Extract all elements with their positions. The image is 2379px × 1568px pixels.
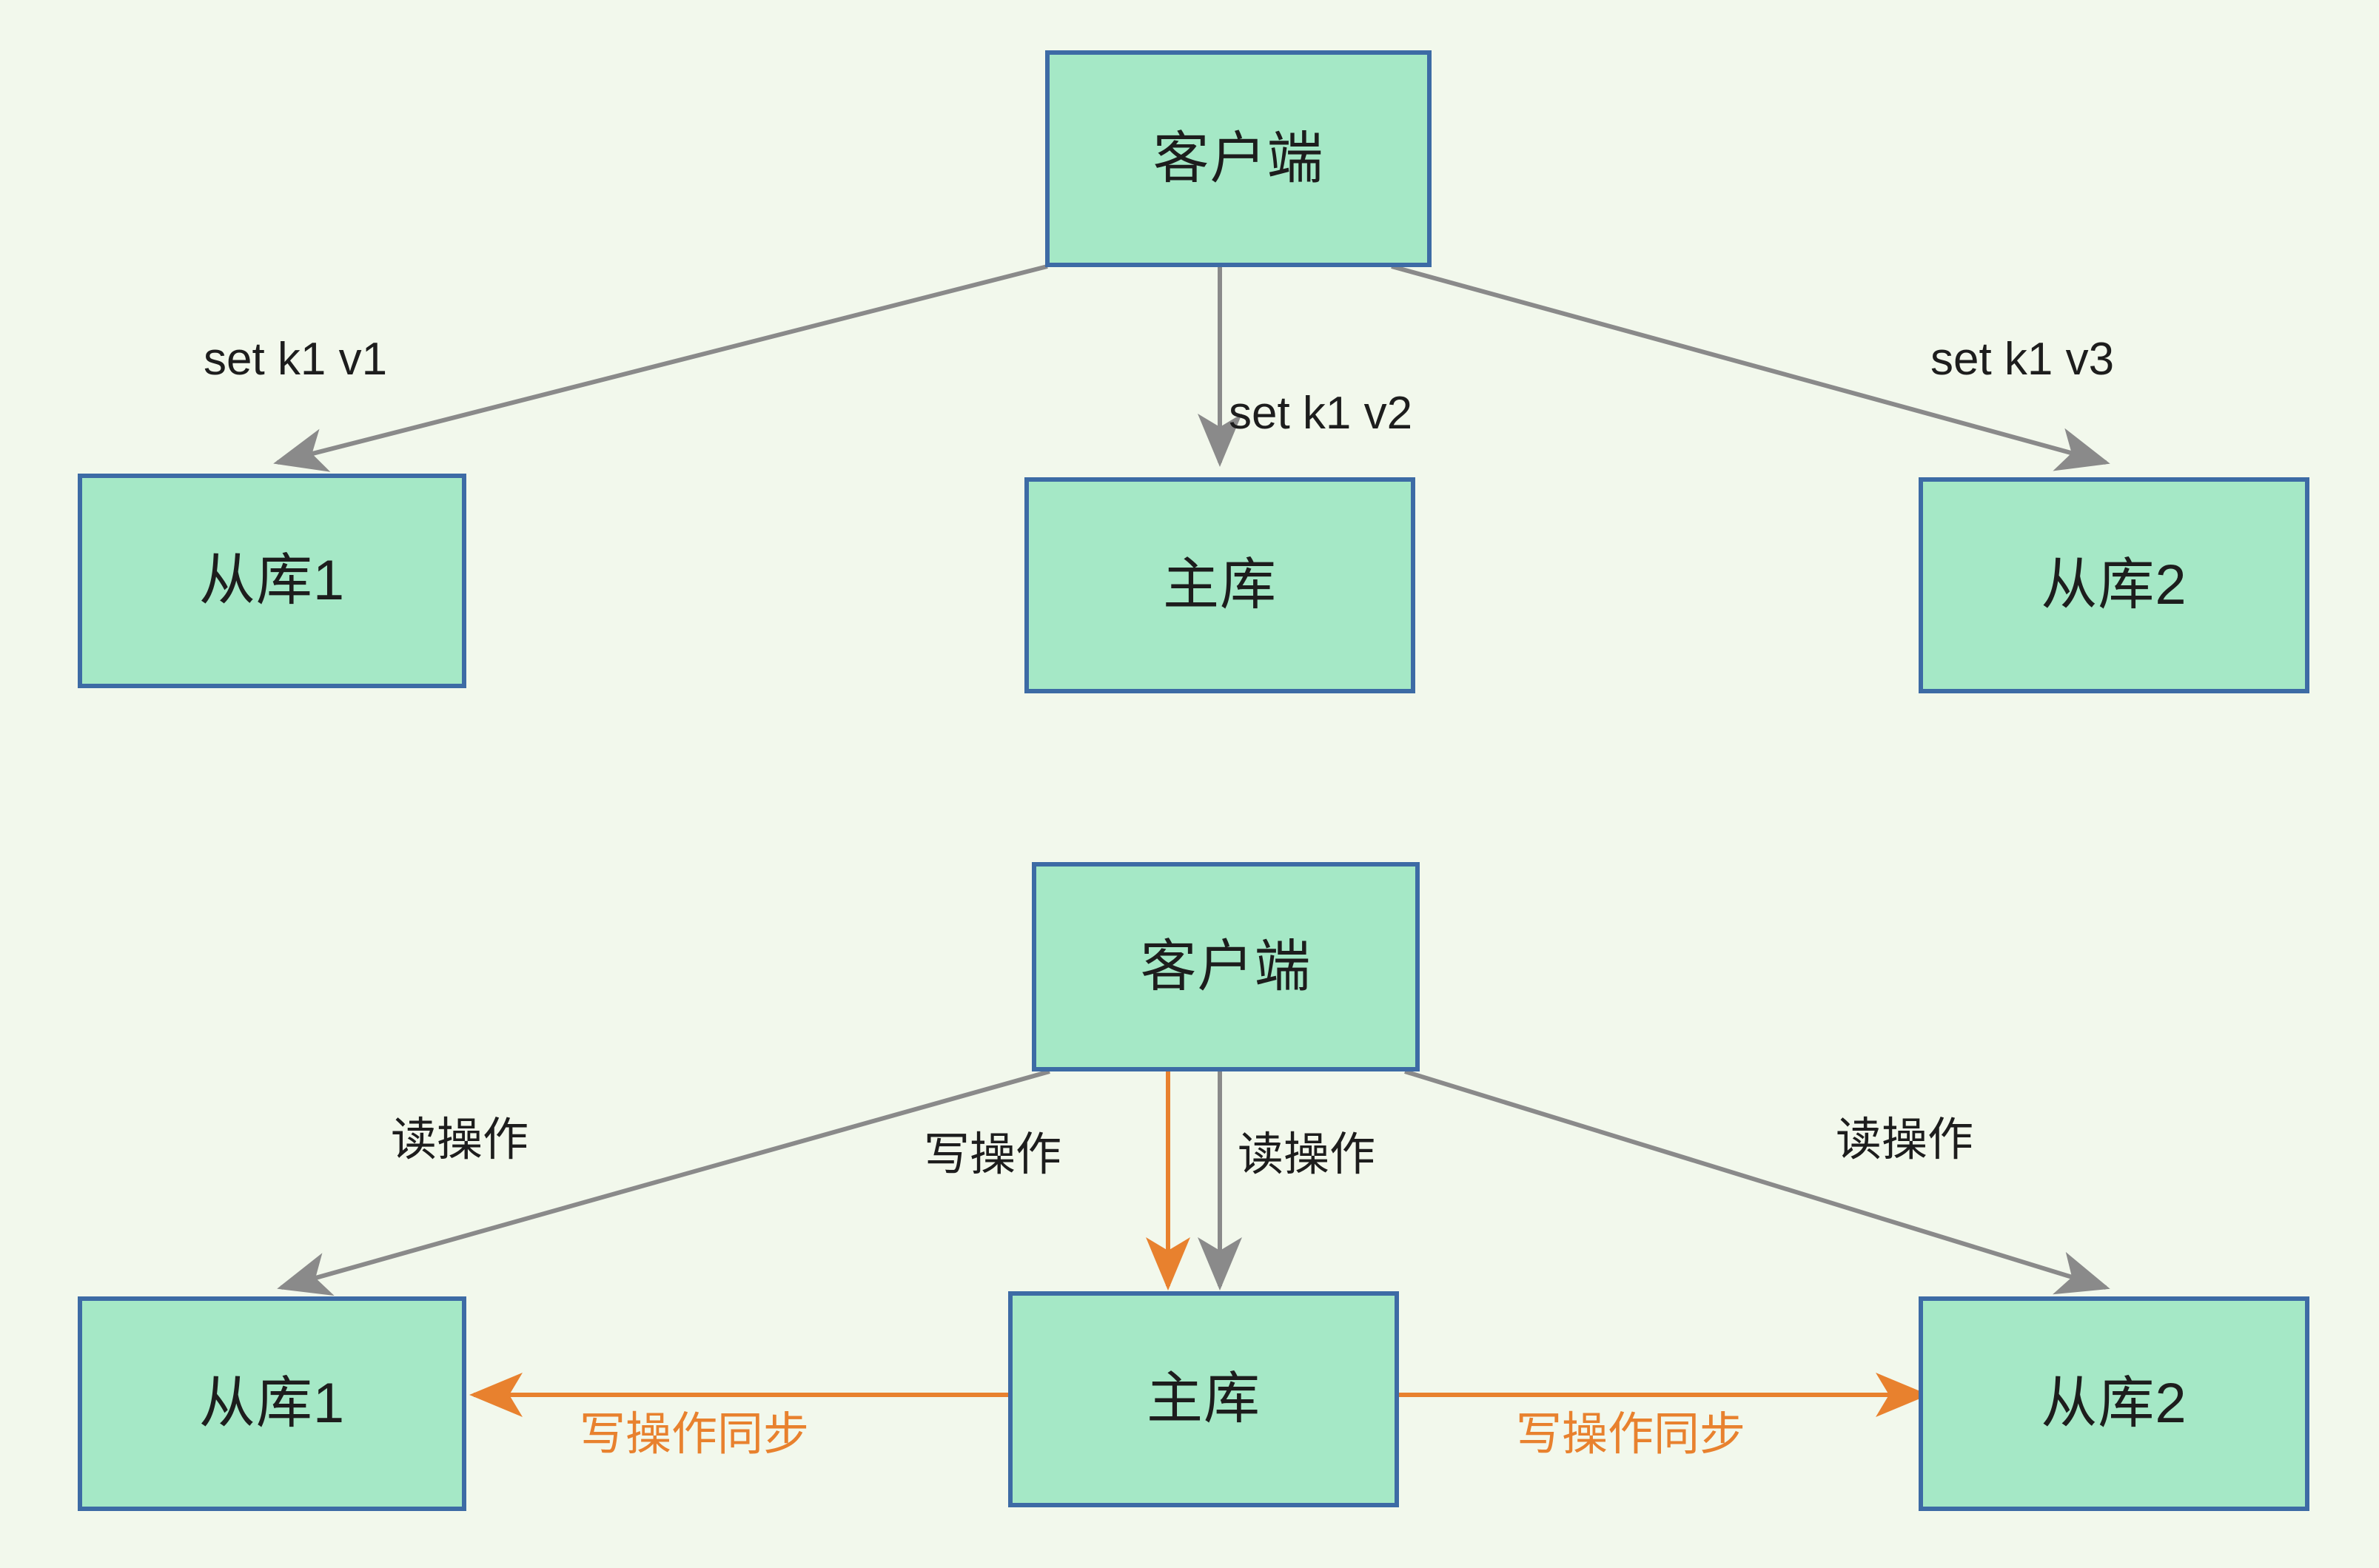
edge-label-read-slave2: 读操作 — [1836, 1114, 1974, 1165]
edge-label-sync-right: 写操作同步 — [1516, 1409, 1746, 1460]
edge-label-set-k1-v3: set k1 v3 — [1930, 334, 2115, 385]
node-client-top[interactable]: 客户端 — [1045, 50, 1432, 267]
node-label: 从库1 — [198, 1372, 346, 1435]
edge-label-read-slave1: 读操作 — [391, 1114, 529, 1165]
edge-client-to-slave1 — [273, 264, 1048, 472]
node-label: 从库2 — [2041, 1372, 2187, 1435]
edge-label-read-master: 读操作 — [1238, 1129, 1376, 1180]
node-label: 主库 — [1147, 1367, 1261, 1430]
node-label: 从库2 — [2041, 553, 2187, 616]
edge-label-set-k1-v1: set k1 v1 — [204, 334, 388, 385]
edge-label-write-master: 写操作 — [924, 1129, 1062, 1180]
node-client-bottom[interactable]: 客户端 — [1032, 862, 1420, 1071]
node-label: 从库1 — [198, 549, 346, 612]
node-label: 主库 — [1163, 553, 1277, 616]
node-slave1-bottom[interactable]: 从库1 — [78, 1296, 466, 1511]
edge-client-read-slave2 — [1404, 1069, 2110, 1295]
edge-label-set-k1-v2: set k1 v2 — [1229, 388, 1413, 439]
node-label: 客户端 — [1152, 127, 1324, 190]
edge-label-sync-left: 写操作同步 — [580, 1409, 810, 1460]
node-slave2-top[interactable]: 从库2 — [1919, 477, 2309, 693]
node-master-bottom[interactable]: 主库 — [1008, 1291, 1399, 1507]
node-slave1-top[interactable]: 从库1 — [78, 474, 466, 688]
node-master-top[interactable]: 主库 — [1024, 477, 1415, 693]
node-label: 客户端 — [1140, 935, 1312, 998]
node-slave2-bottom[interactable]: 从库2 — [1919, 1296, 2309, 1511]
